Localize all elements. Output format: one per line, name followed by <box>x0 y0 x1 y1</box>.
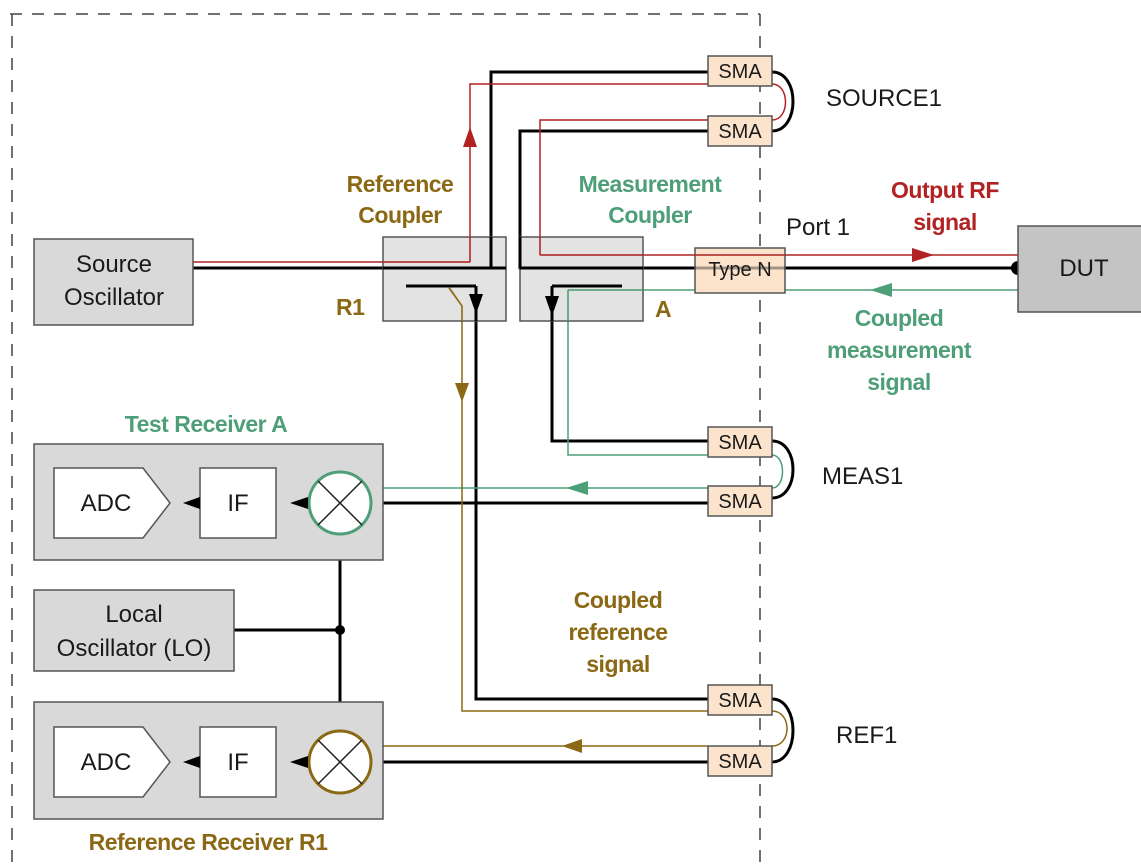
reference-signal-path <box>371 285 788 747</box>
if-label: IF <box>227 490 248 517</box>
local-oscillator-label-1: Local <box>105 601 162 628</box>
reference-coupler-title-2: Coupler <box>358 202 442 228</box>
svg-text:SMA: SMA <box>718 61 762 83</box>
port-label-port1: Port 1 <box>786 214 850 241</box>
svg-text:SMA: SMA <box>718 121 762 143</box>
source-oscillator-block: Source Oscillator <box>33 238 194 326</box>
arrow-icon <box>463 127 934 262</box>
arrow-icon <box>455 383 582 753</box>
reference-receiver-r1-block: ADC IF <box>33 701 384 820</box>
if-label: IF <box>227 749 248 776</box>
sma-connector-ref1-top: SMA <box>707 684 773 716</box>
measurement-signal-path <box>371 289 1018 489</box>
coupled-measurement-label-2: measurement <box>827 337 972 363</box>
mixer-icon <box>307 729 373 795</box>
measurement-coupler-title-1: Measurement <box>579 171 723 197</box>
type-n-connector-port1: Type N <box>694 247 786 294</box>
reference-coupler-title-1: Reference <box>347 171 454 197</box>
measurement-coupler-block <box>519 236 644 322</box>
reference-receiver-r1-title: Reference Receiver R1 <box>89 829 329 855</box>
port-label-source1: SOURCE1 <box>826 85 942 112</box>
svg-text:SMA: SMA <box>718 751 762 773</box>
reference-coupler-port-r1: R1 <box>336 294 365 320</box>
local-oscillator-label-2: Oscillator (LO) <box>57 635 212 662</box>
dut-label: DUT <box>1059 255 1109 282</box>
measurement-coupler-port-a: A <box>655 296 671 322</box>
coupled-reference-label-3: signal <box>586 651 649 677</box>
adc-label: ADC <box>81 749 132 776</box>
arrow-icon <box>566 283 892 495</box>
adc-label: ADC <box>81 490 132 517</box>
output-rf-signal-label-1: Output RF <box>891 177 999 203</box>
svg-text:SMA: SMA <box>718 491 762 513</box>
test-receiver-a-block: ADC IF <box>33 443 384 561</box>
local-oscillator-block: Local Oscillator (LO) <box>33 589 235 672</box>
dut-block: DUT <box>1017 225 1141 313</box>
sma-connector-ref1-bottom: SMA <box>707 745 773 777</box>
adc-block <box>53 467 171 539</box>
reference-coupler-block <box>382 236 507 322</box>
output-rf-signal-label-2: signal <box>913 209 976 235</box>
svg-text:Type N: Type N <box>708 259 771 281</box>
junction-dot-icon <box>335 625 345 635</box>
coupled-reference-label-2: reference <box>568 619 667 645</box>
sma-connector-meas1-top: SMA <box>707 426 773 458</box>
port-label-ref1: REF1 <box>836 722 897 749</box>
adc-block <box>53 726 171 798</box>
if-block <box>199 726 277 798</box>
mixer-icon <box>307 470 373 536</box>
arrow-icon <box>469 294 559 316</box>
source-oscillator-label-2: Oscillator <box>64 284 164 311</box>
if-block <box>199 467 277 539</box>
coupled-reference-label-1: Coupled <box>574 587 663 613</box>
port-label-meas1: MEAS1 <box>822 463 903 490</box>
measurement-coupler-title-2: Coupler <box>608 202 692 228</box>
test-receiver-a-title: Test Receiver A <box>125 411 288 437</box>
coupled-measurement-label-3: signal <box>867 369 930 395</box>
coupled-measurement-label-1: Coupled <box>855 305 944 331</box>
sma-connector-source1-bottom: SMA <box>707 115 773 147</box>
sma-connector-meas1-bottom: SMA <box>707 485 773 517</box>
source-oscillator-label-1: Source <box>76 251 152 278</box>
sma-connector-source1-top: SMA <box>707 55 773 87</box>
svg-text:SMA: SMA <box>718 690 762 712</box>
coupler-wires <box>383 237 643 321</box>
svg-text:SMA: SMA <box>718 432 762 454</box>
